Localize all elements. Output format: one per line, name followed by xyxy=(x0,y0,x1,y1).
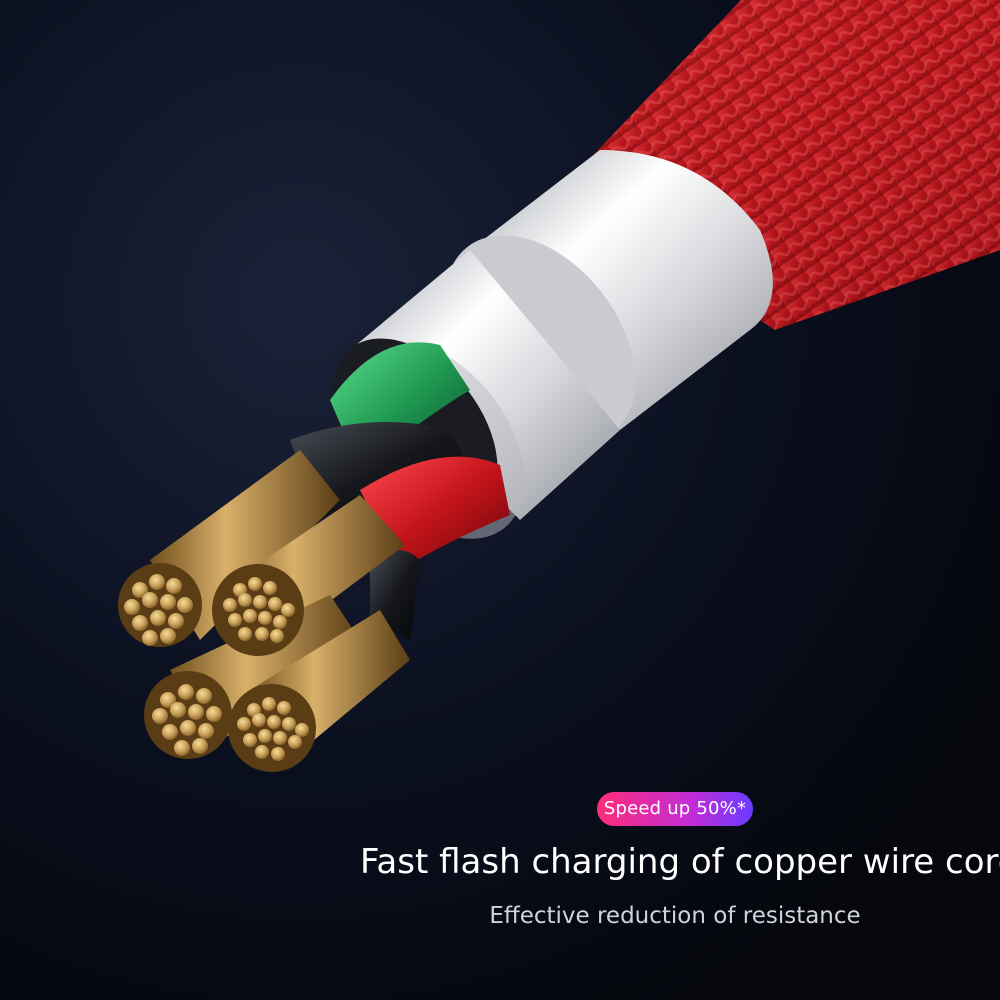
strand-end-1 xyxy=(118,563,202,647)
strand-end-3 xyxy=(144,671,232,759)
strand-end-4 xyxy=(228,684,316,772)
headline: Fast flash charging of copper wire core xyxy=(360,842,1000,882)
copper-bundles xyxy=(118,450,410,772)
speed-badge: Speed up 50%* xyxy=(597,792,753,826)
subheadline: Effective reduction of resistance xyxy=(489,903,861,929)
strand-end-2 xyxy=(212,564,304,656)
